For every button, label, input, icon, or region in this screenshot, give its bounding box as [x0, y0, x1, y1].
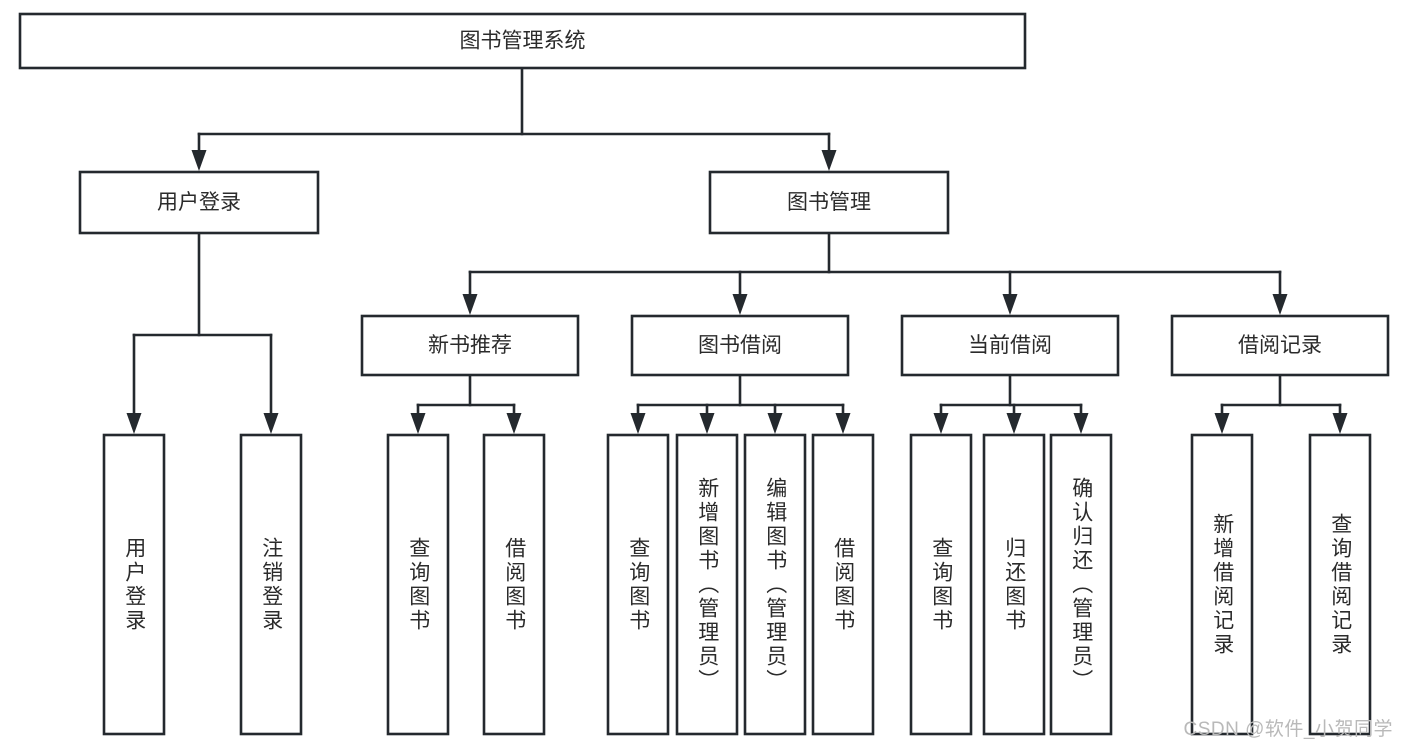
node-box-leaf-query-book-borrow[interactable] — [606, 433, 670, 736]
node-label-leaf-edit-book: 编辑图书（管理员） — [763, 476, 787, 693]
arrow-head-icon — [835, 413, 851, 434]
node-box-leaf-query-book-cur[interactable] — [909, 433, 973, 736]
node-label-leaf-query-book-rec: 查询图书 — [406, 536, 430, 633]
node-label-leaf-confirm-return: 确认归还（管理员） — [1069, 476, 1093, 693]
connector-root-to-level1 — [191, 66, 837, 171]
arrow-head-icon — [1073, 413, 1089, 434]
node-label-leaf-logout: 注销登录 — [259, 536, 283, 633]
node-box-book-borrow[interactable] — [630, 314, 850, 377]
node-label-wrap-leaf-logout: 注销登录 — [241, 435, 301, 734]
node-label-wrap-leaf-confirm-return: 确认归还（管理员） — [1051, 435, 1111, 734]
arrow-head-icon — [263, 413, 279, 434]
node-box-leaf-query-book-rec[interactable] — [386, 433, 450, 736]
node-label-wrap-leaf-query-book-rec: 查询图书 — [388, 435, 448, 734]
node-label-leaf-query-book-cur: 查询图书 — [929, 536, 953, 633]
node-label-leaf-query-book-borrow: 查询图书 — [626, 536, 650, 633]
node-label-leaf-add-book: 新增图书（管理员） — [695, 476, 719, 693]
arrow-head-icon — [699, 413, 715, 434]
csdn-watermark: CSDN @软件_小贺同学 — [1183, 719, 1393, 740]
node-box-leaf-query-record[interactable] — [1308, 433, 1372, 736]
node-label-wrap-leaf-borrow-book: 借阅图书 — [813, 435, 873, 734]
node-box-leaf-edit-book[interactable] — [743, 433, 807, 736]
node-label-book-manage: 图书管理 — [787, 191, 871, 214]
connector-bookborrow-to-leaves — [630, 373, 851, 434]
arrow-head-icon — [1332, 413, 1348, 434]
connector-bookmanage-to-level2 — [462, 231, 1288, 315]
node-label-wrap-leaf-query-book-borrow: 查询图书 — [608, 435, 668, 734]
node-box-leaf-logout[interactable] — [239, 433, 303, 736]
arrow-head-icon — [1272, 294, 1288, 315]
node-label-wrap-leaf-borrow-book-rec: 借阅图书 — [484, 435, 544, 734]
node-label-wrap-leaf-user-login: 用户登录 — [104, 435, 164, 734]
node-box-leaf-user-login[interactable] — [102, 433, 166, 736]
arrow-head-icon — [1002, 294, 1018, 315]
node-label-leaf-query-record: 查询借阅记录 — [1328, 512, 1352, 657]
node-label-wrap-leaf-query-record: 查询借阅记录 — [1310, 435, 1370, 734]
arrow-head-icon — [933, 413, 949, 434]
arrow-head-icon — [821, 150, 837, 171]
node-label-book-borrow: 图书借阅 — [698, 334, 782, 357]
connector-currentborrow-to-leaves — [933, 373, 1089, 434]
node-box-leaf-confirm-return[interactable] — [1049, 433, 1113, 736]
arrow-head-icon — [767, 413, 783, 434]
node-label-wrap-leaf-return-book: 归还图书 — [984, 435, 1044, 734]
node-label-leaf-return-book: 归还图书 — [1002, 536, 1026, 633]
box-layer — [18, 12, 1390, 736]
node-box-borrow-record[interactable] — [1170, 314, 1390, 377]
arrow-head-icon — [630, 413, 646, 434]
node-label-current-borrow: 当前借阅 — [968, 334, 1052, 357]
arrow-head-icon — [732, 294, 748, 315]
arrow-head-icon — [506, 413, 522, 434]
node-box-leaf-borrow-book-rec[interactable] — [482, 433, 546, 736]
node-box-leaf-return-book[interactable] — [982, 433, 1046, 736]
arrow-head-icon — [462, 294, 478, 315]
node-box-leaf-borrow-book[interactable] — [811, 433, 875, 736]
node-box-current-borrow[interactable] — [900, 314, 1120, 377]
node-label-leaf-borrow-book: 借阅图书 — [831, 536, 855, 633]
arrow-head-icon — [126, 413, 142, 434]
connector-layer — [126, 66, 1348, 434]
node-box-leaf-add-book[interactable] — [675, 433, 739, 736]
node-box-leaf-add-record[interactable] — [1190, 433, 1254, 736]
node-box-new-book-recommend[interactable] — [360, 314, 580, 377]
connector-userlogin-to-leaves — [126, 231, 279, 434]
connector-borrowrecord-to-leaves — [1214, 373, 1348, 434]
node-label-wrap-leaf-edit-book: 编辑图书（管理员） — [745, 435, 805, 734]
connector-newbook-to-leaves — [410, 373, 522, 434]
node-label-leaf-user-login: 用户登录 — [122, 536, 146, 633]
node-box-user-login[interactable] — [78, 170, 320, 235]
arrow-head-icon — [410, 413, 426, 434]
node-label-user-login: 用户登录 — [157, 191, 241, 214]
node-label-leaf-borrow-book-rec: 借阅图书 — [502, 536, 526, 633]
node-label-leaf-add-record: 新增借阅记录 — [1210, 512, 1234, 657]
node-label-root: 图书管理系统 — [460, 30, 586, 53]
arrow-head-icon — [1214, 413, 1230, 434]
node-label-borrow-record: 借阅记录 — [1238, 334, 1322, 357]
node-label-wrap-leaf-query-book-cur: 查询图书 — [911, 435, 971, 734]
arrow-head-icon — [1006, 413, 1022, 434]
node-box-root[interactable] — [18, 12, 1027, 70]
node-box-book-manage[interactable] — [708, 170, 950, 235]
node-label-wrap-leaf-add-book: 新增图书（管理员） — [677, 435, 737, 734]
node-label-new-book-recommend: 新书推荐 — [428, 334, 512, 357]
node-label-wrap-leaf-add-record: 新增借阅记录 — [1192, 435, 1252, 734]
arrow-head-icon — [191, 150, 207, 171]
